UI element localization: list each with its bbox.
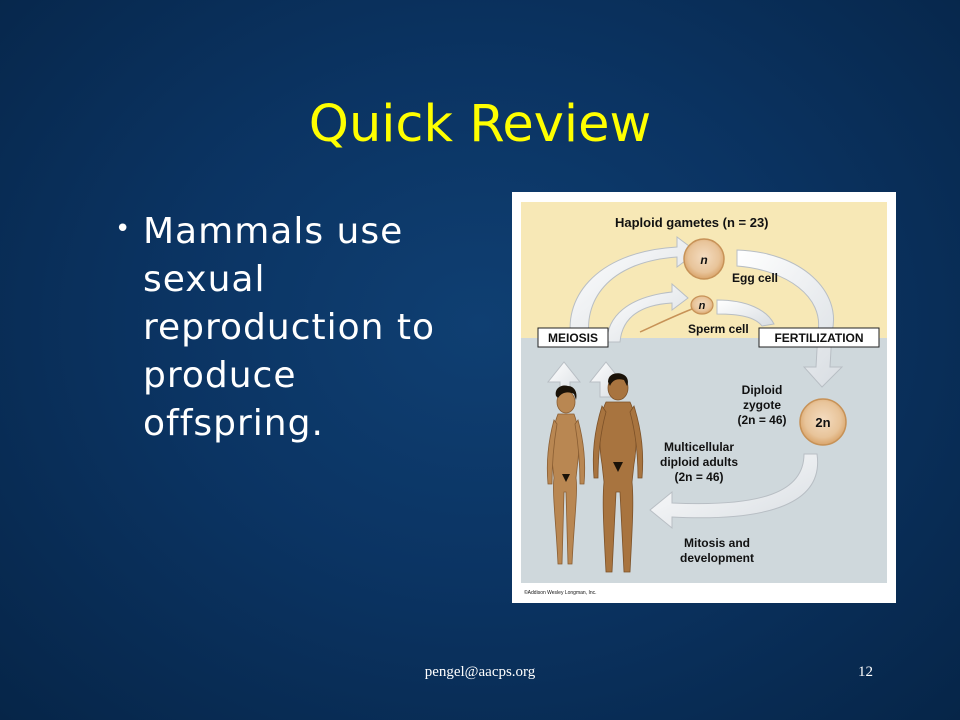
zygote-2n: 2n [815, 415, 830, 430]
sperm-label: Sperm cell [688, 322, 749, 336]
page-number: 12 [858, 664, 873, 680]
fertilization-arrow [736, 249, 844, 388]
mitosis-arrow [649, 453, 819, 530]
male-figure [592, 373, 644, 573]
adults-line-3: (2n = 46) [674, 470, 723, 484]
meiosis-box [537, 327, 609, 348]
sperm-to-fertilization-arrow [716, 299, 775, 327]
bullet-item: Mammals use sexual reproduction to produ… [143, 211, 436, 444]
zygote-cell [799, 398, 847, 446]
copyright-credit: ©Addison Wesley Longman, Inc. [524, 589, 597, 596]
haploid-label: Haploid gametes (n = 23) [615, 215, 769, 230]
meiosis-label: MEIOSIS [548, 331, 598, 345]
egg-cell [683, 238, 725, 280]
meiosis-sperm-arrow [606, 282, 689, 343]
adults-line-1: Multicellular [664, 440, 734, 454]
life-cycle-figure: n n 2n MEIOSIS FERTILIZATION Haploid gam… [512, 192, 896, 603]
sperm-tail [639, 308, 693, 333]
female-figure [546, 385, 586, 565]
bullet-marker: • [115, 214, 131, 244]
slide-title: Quick Review [308, 95, 652, 154]
fertilization-label: FERTILIZATION [774, 331, 863, 345]
diploid-line-1: Diploid [742, 383, 783, 397]
adults-line-2: diploid adults [660, 455, 738, 469]
egg-n: n [700, 253, 707, 267]
sperm-n: n [699, 300, 706, 312]
sperm-cell [690, 295, 714, 315]
mitosis-line-2: development [680, 551, 754, 565]
mitosis-line-1: Mitosis and [684, 536, 750, 550]
fertilization-box [758, 327, 880, 348]
life-cycle-diagram: n n 2n MEIOSIS FERTILIZATION Haploid gam… [521, 202, 887, 596]
diploid-line-2: zygote [743, 398, 781, 412]
diploid-line-3: (2n = 46) [737, 413, 786, 427]
footer-email: pengel@aacps.org [424, 664, 536, 680]
egg-label: Egg cell [732, 271, 778, 285]
